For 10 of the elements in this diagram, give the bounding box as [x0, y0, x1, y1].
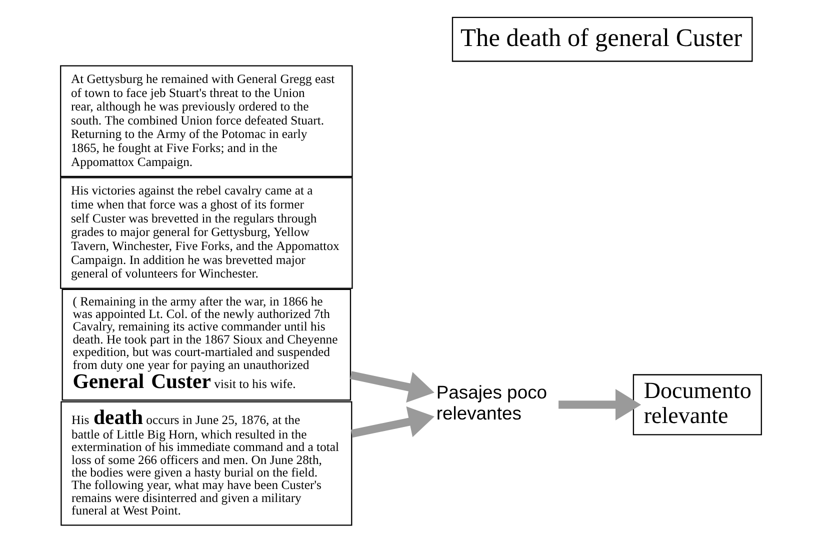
arrow — [558, 389, 641, 420]
diagram-title: The death of general Custer — [460, 24, 742, 52]
node-box: His death occurs in June 25, 1876, at the battle of Little Big Horn, which resulted in the extermination of his immediate command and a total loss of some 266 officers and men. On June 28th, the bodies were given a hasty burial on the field. The following year, what may have been Custer's remains were disinterred and given a military funeral at West Point. — [60, 401, 352, 526]
node-box: Documento relevante — [632, 374, 762, 436]
node-text: Pasajes poco relevantes — [436, 382, 547, 424]
arrow — [350, 406, 434, 438]
node-box: His victories against the rebel cavalry came at a time when that force was a ghost of its former self Custer was brevetted in the regulars through grades to major general for Gettysburg, Yellow Tavern, Winchester, Five Forks, and the Appomattox Campaign. In addition he was brevetted major general of volunteers for Winchester. — [60, 177, 352, 289]
node-box: ( Remaining in the army after the war, in 1866 he was appointed Lt. Col. of the newly authorized 7th Cavalry, remaining its active commander until his death. He took part in the 1867 Sioux and Cheyenne expedition, but was court-martialed and suspended from duty one year for paying an unauthorized General Custer visit to his wife. — [61, 288, 351, 401]
arrow — [350, 371, 434, 403]
node-box: At Gettysburg he remained with General Gregg east of town to face jeb Stuart's threat to the Union rear, although he was previously ordered to the south. The combined Union force defeated Stuart. Returning to the Army of the Potomac in early 1865, he fought at Five Forks; and in the Appomattox Campaign. — [60, 65, 352, 178]
